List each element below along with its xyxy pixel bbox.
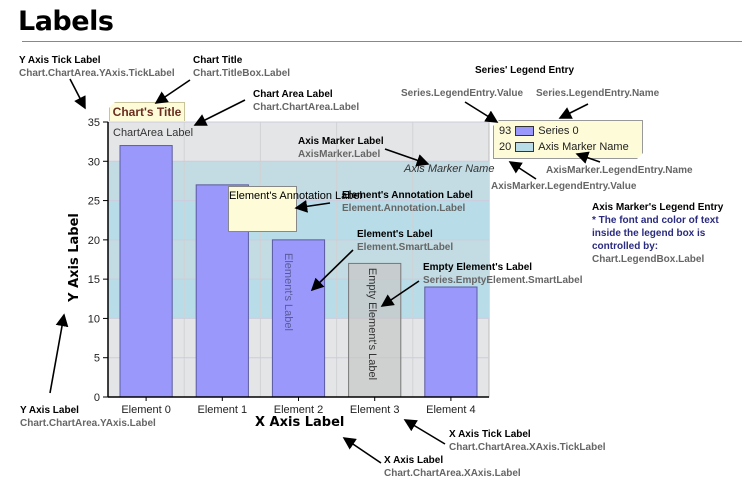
callout-note: controlled by: [592,241,659,252]
callout-title: Axis Marker's Legend Entry [592,202,724,213]
legend-swatch [515,142,534,152]
y-axis-label: Y Axis Label [66,213,82,302]
legend-box: 93 Series 0 20 Axis Marker Name [493,120,643,159]
callout-title: Element's Label [357,229,433,240]
y-tick-label: 35 [88,117,100,129]
chart-title: Chart's Title [109,102,185,121]
callout-title: Empty Element's Label [423,262,533,273]
y-tick-label: 15 [88,274,100,286]
callout-path: Chart.ChartArea.YAxis.TickLabel [19,68,175,79]
bar [424,286,478,398]
x-tick-label: Element 3 [350,404,400,416]
page-title: Labels [18,6,114,37]
element-annotation: Element's Annotation Label [228,186,362,232]
callout-legend-name: Series.LegendEntry.Name [536,88,660,99]
x-axis-label: X Axis Label [255,415,345,430]
title-divider [22,41,742,42]
x-tick-label: Element 1 [198,404,248,416]
callout-path: Chart.ChartArea.XAxis.TickLabel [449,442,606,453]
callout-title: Chart Area Label [253,89,333,100]
legend-name: Series 0 [538,125,579,137]
callout-title: Y Axis Tick Label [19,55,101,66]
callout-legend-value: Series.LegendEntry.Value [401,88,524,99]
legend-swatch [515,126,534,136]
legend-entry-axis-marker: 20 Axis Marker Name [499,141,629,153]
callout-title: Axis Marker Label [298,136,384,147]
element-smart-label: Element's Label [282,253,294,331]
annotation-text: Element's Annotation Label [229,190,362,202]
callout-title: Y Axis Label [20,405,79,416]
x-tick-label: Element 0 [121,404,171,416]
callout-title: X Axis Tick Label [449,429,531,440]
callout-path: Element.Annotation.Label [342,203,466,214]
callout-note: inside the legend box is [592,228,706,239]
callout-path: Chart.LegendBox.Label [592,254,705,265]
callout-am-legend-name: AxisMarker.LegendEntry.Name [546,165,693,176]
y-tick-label: 30 [88,156,100,168]
chart-area-label: ChartArea Label [113,127,194,139]
callout-am-legend-value: AxisMarker.LegendEntry.Value [491,181,637,192]
callout-path: AxisMarker.Label [298,149,381,160]
y-tick-label: 10 [88,313,100,325]
x-tick-label: Element 4 [426,404,476,416]
legend-value: 20 [499,141,512,153]
bar [119,145,173,398]
y-tick-label: 25 [88,196,100,208]
callout-title: X Axis Label [384,455,444,466]
callout-path: Chart.TitleBox.Label [193,68,291,79]
callout-series-legend: Series' Legend Entry [475,65,575,76]
x-tick-label: Element 2 [274,404,324,416]
y-tick-label: 20 [88,235,100,247]
legend-value: 93 [499,125,512,137]
callout-path: Chart.ChartArea.XAxis.Label [384,468,521,479]
bar [271,239,326,398]
callout-path: Chart.ChartArea.YAxis.Label [20,418,156,429]
callout-path: Series.EmptyElement.SmartLabel [423,275,583,286]
callout-path: Chart.ChartArea.Label [253,102,360,113]
legend-name: Axis Marker Name [538,141,629,153]
callout-title: Element's Annotation Label [342,190,473,201]
callout-path: Element.SmartLabel [357,242,454,253]
callout-title: Chart Title [193,55,243,66]
y-tick-label: 5 [94,353,100,365]
empty-element-label: Empty Element's Label [366,267,378,381]
callout-note: * The font and color of text [592,215,719,226]
callout-am-legend-entry: Axis Marker's Legend Entry * The font an… [592,201,723,266]
y-tick-label: 0 [94,392,100,404]
axis-marker-name: Axis Marker Name [404,163,495,175]
legend-entry-series: 93 Series 0 [499,125,579,137]
